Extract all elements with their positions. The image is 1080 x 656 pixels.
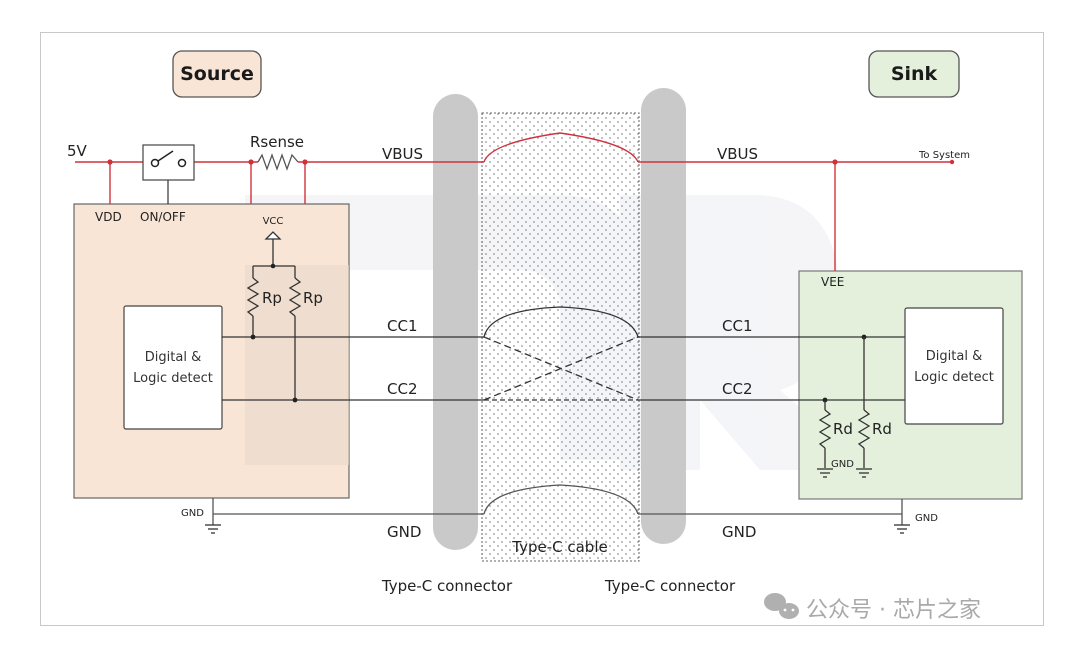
connector-left-label: Type-C connector — [381, 577, 513, 595]
rp2-label: Rp — [303, 289, 323, 307]
to-system-label: To System — [918, 150, 970, 161]
rp1-label: Rp — [262, 289, 282, 307]
sink-title-box: Sink — [868, 50, 960, 98]
on-off-switch — [142, 144, 195, 204]
on-off-label: ON/OFF — [140, 210, 186, 224]
cc1-right-label: CC1 — [722, 317, 753, 335]
source-watermark-shade — [245, 265, 349, 465]
source-title-box: Source — [172, 50, 262, 98]
connector-right-label: Type-C connector — [604, 577, 736, 595]
rp2-resistor — [288, 277, 302, 317]
sink-gnd-label: GND — [915, 513, 938, 524]
rsense-resistor — [257, 153, 299, 171]
ground-symbol-rd1 — [817, 468, 833, 478]
ground-symbol-rd2 — [856, 468, 872, 478]
rsense-label: Rsense — [250, 133, 304, 151]
ground-symbol-sink — [894, 524, 910, 534]
gnd-left-label: GND — [387, 523, 421, 541]
cc2-right-label: CC2 — [722, 380, 753, 398]
source-gnd-label: GND — [181, 508, 204, 519]
rd2-label: Rd — [872, 420, 892, 438]
sink-logic-line2: Logic detect — [914, 370, 994, 385]
source-title: Source — [180, 63, 254, 85]
sink-logic-block — [904, 307, 1004, 425]
connector-left — [433, 94, 478, 550]
gnd-right-label: GND — [722, 523, 756, 541]
rd2-resistor — [857, 409, 871, 449]
source-logic-line1: Digital & — [145, 350, 201, 365]
cc-lines — [222, 306, 905, 401]
vdd-label: VDD — [95, 210, 122, 224]
cable-label: Type-C cable — [511, 538, 607, 556]
vbus-line — [75, 132, 952, 271]
sink-inner-gnd-label: GND — [831, 459, 854, 470]
connector-right — [641, 88, 686, 544]
rd1-label: Rd — [833, 420, 853, 438]
wechat-icon — [764, 593, 799, 619]
vbus-junctions — [107, 159, 955, 165]
rd1-resistor — [818, 409, 832, 449]
vbus-left-label: VBUS — [382, 145, 423, 163]
source-logic-block — [123, 305, 223, 430]
rp1-resistor — [246, 277, 260, 317]
cc2-left-label: CC2 — [387, 380, 418, 398]
source-logic-line2: Logic detect — [133, 371, 213, 386]
watermark-text: 公众号 · 芯片之家 — [806, 598, 981, 623]
vee-label: VEE — [821, 275, 844, 289]
sink-logic-line1: Digital & — [926, 349, 982, 364]
gnd-line — [212, 484, 903, 525]
vbus-right-label: VBUS — [717, 145, 758, 163]
cc1-left-label: CC1 — [387, 317, 418, 335]
type-c-cable — [481, 112, 640, 562]
supply-5v-label: 5V — [67, 142, 88, 160]
vcc-label: VCC — [263, 216, 284, 227]
sink-title: Sink — [891, 63, 938, 85]
ground-symbol-source — [205, 524, 221, 534]
